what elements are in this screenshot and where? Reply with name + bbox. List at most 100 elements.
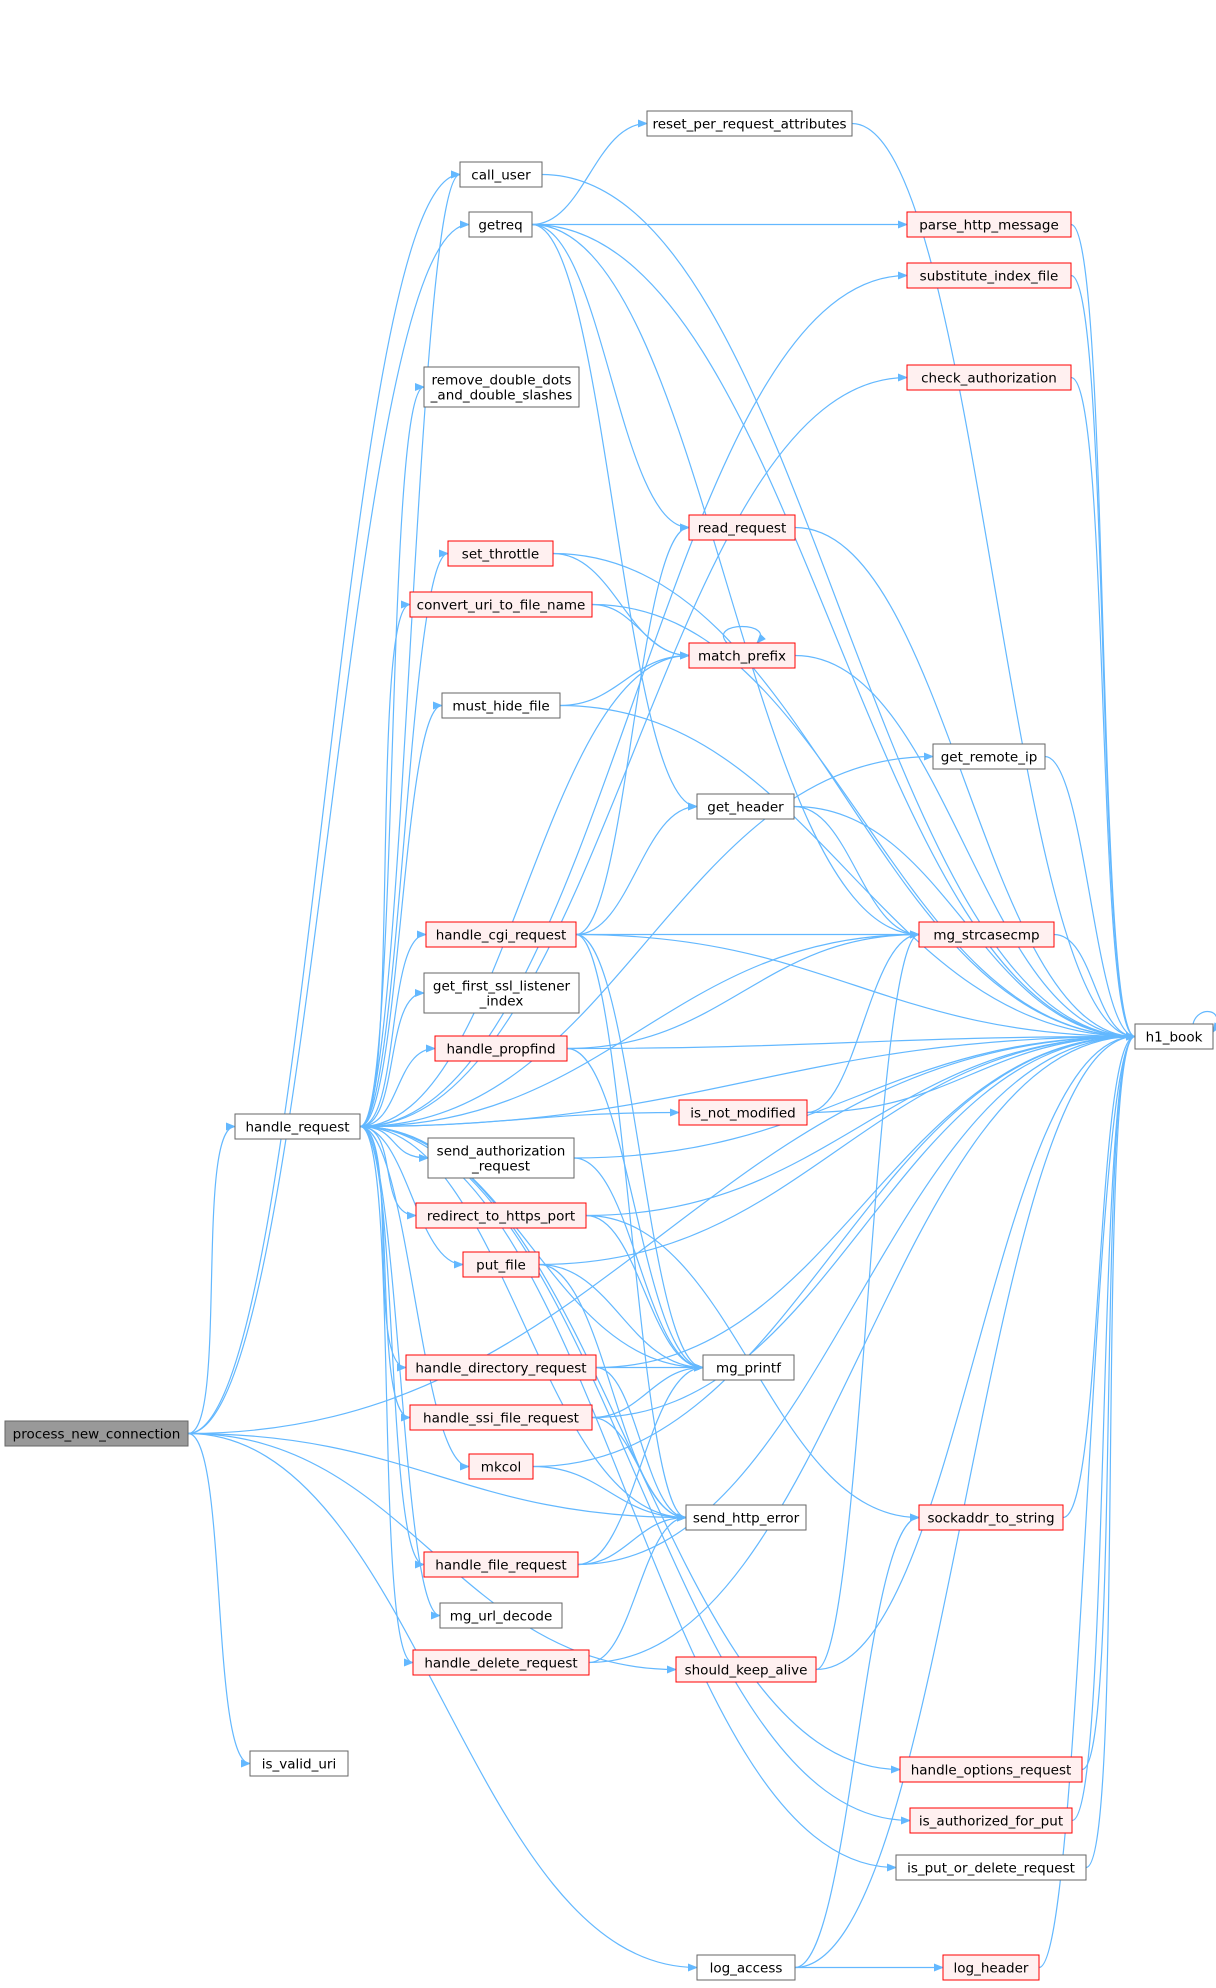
node-check_authorization[interactable]: check_authorization <box>906 364 1072 391</box>
node-call_user[interactable]: call_user <box>459 161 543 188</box>
node-is_put_or_delete_request[interactable]: is_put_or_delete_request <box>895 1854 1087 1881</box>
node-box <box>932 743 1046 770</box>
node-get_first_ssl_listener_index[interactable]: get_first_ssl_listener_index <box>423 972 580 1014</box>
edge-check_authorization-to-h1_book <box>1070 376 1136 1041</box>
edge-must_hide_file-to-h1_book <box>559 704 1136 1041</box>
node-send_http_error[interactable]: send_http_error <box>685 1504 807 1531</box>
node-label: mg_url_decode <box>450 1609 553 1625</box>
node-label: handle_propfind <box>446 1042 555 1058</box>
node-box <box>895 1854 1087 1881</box>
node-box <box>702 1354 795 1381</box>
node-box <box>685 1504 807 1531</box>
node-label: mg_strcasecmp <box>933 928 1039 944</box>
node-box <box>434 1035 568 1062</box>
edge-is_not_modified-to-mg_strcasecmp <box>806 930 920 1114</box>
edge-handle_request-to-handle_ssi_file_request <box>359 1125 411 1422</box>
node-handle_options_request[interactable]: handle_options_request <box>899 1756 1083 1783</box>
node-label: send_http_error <box>693 1511 800 1527</box>
node-box <box>906 211 1072 238</box>
node-mkcol[interactable]: mkcol <box>468 1453 534 1480</box>
node-label: _index <box>479 994 524 1010</box>
edge-match_prefix-to-h1_book <box>794 654 1136 1041</box>
edge-log_access-to-h1_book <box>794 1032 1136 1969</box>
node-box <box>415 1202 587 1229</box>
edge-must_hide_file-to-match_prefix <box>559 651 690 707</box>
edge-put_file-to-mg_printf <box>538 1263 704 1372</box>
node-box <box>439 1602 563 1629</box>
node-label: is_valid_uri <box>262 1757 336 1773</box>
node-convert_uri_to_file_name[interactable]: convert_uri_to_file_name <box>409 591 593 618</box>
node-label: handle_file_request <box>435 1558 566 1574</box>
edge-handle_file_request-to-mg_printf <box>577 1363 704 1566</box>
node-label: put_file <box>476 1258 526 1274</box>
node-box <box>427 1137 575 1179</box>
node-h1_book[interactable]: h1_book <box>1134 1023 1214 1050</box>
node-box <box>249 1750 349 1777</box>
node-is_authorized_for_put[interactable]: is_authorized_for_put <box>909 1807 1073 1834</box>
node-put_file[interactable]: put_file <box>462 1251 540 1278</box>
node-label: handle_request <box>245 1120 349 1136</box>
node-read_request[interactable]: read_request <box>688 514 796 541</box>
edge-handle_cgi_request-to-mg_printf <box>575 933 704 1372</box>
edge-handle_delete_request-to-h1_book <box>588 1032 1136 1664</box>
node-match_prefix[interactable]: match_prefix <box>688 642 796 669</box>
edge-handle_request-to-is_put_or_delete_request <box>359 1125 897 1872</box>
node-sockaddr_to_string[interactable]: sockaddr_to_string <box>918 1504 1064 1531</box>
node-get_remote_ip[interactable]: get_remote_ip <box>932 743 1046 770</box>
node-box <box>4 1420 189 1447</box>
edge-is_put_or_delete_request-to-h1_book <box>1085 1032 1136 1869</box>
node-remove_double_dots[interactable]: remove_double_dots_and_double_slashes <box>423 366 580 408</box>
node-handle_ssi_file_request[interactable]: handle_ssi_file_request <box>409 1404 593 1431</box>
edge-parse_http_message-to-h1_book <box>1070 223 1136 1041</box>
node-box <box>678 1099 808 1126</box>
node-handle_file_request[interactable]: handle_file_request <box>423 1551 579 1578</box>
node-label: convert_uri_to_file_name <box>417 598 586 614</box>
edge-substitute_index_file-to-h1_book <box>1070 274 1136 1041</box>
edge-getreq-to-mg_strcasecmp <box>531 223 920 939</box>
node-box <box>696 1954 796 1981</box>
node-is_valid_uri[interactable]: is_valid_uri <box>249 1750 349 1777</box>
node-handle_directory_request[interactable]: handle_directory_request <box>405 1354 597 1381</box>
node-label: should_keep_alive <box>685 1663 808 1679</box>
node-parse_http_message[interactable]: parse_http_message <box>906 211 1072 238</box>
node-send_authorization_request[interactable]: send_authorization_request <box>427 1137 575 1179</box>
edge-handle_request-to-mg_url_decode <box>359 1125 441 1620</box>
node-label: is_not_modified <box>690 1106 796 1122</box>
node-log_header[interactable]: log_header <box>942 1954 1040 1981</box>
node-getreq[interactable]: getreq <box>468 211 533 238</box>
node-layer: process_new_connection handle_request is_v… <box>4 110 1214 1981</box>
node-reset_per_request_attributes[interactable]: reset_per_request_attributes <box>646 110 853 137</box>
node-process_new_connection[interactable]: process_new_connection <box>4 1420 189 1447</box>
node-handle_delete_request[interactable]: handle_delete_request <box>412 1649 590 1676</box>
node-handle_cgi_request[interactable]: handle_cgi_request <box>425 921 577 948</box>
edge-handle_request-to-mg_strcasecmp <box>359 930 920 1128</box>
edge-handle_propfind-to-mg_strcasecmp <box>566 930 920 1050</box>
node-log_access[interactable]: log_access <box>696 1954 796 1981</box>
node-label: get_header <box>707 800 784 816</box>
node-label: getreq <box>478 218 522 234</box>
node-must_hide_file[interactable]: must_hide_file <box>441 692 561 719</box>
node-box <box>675 1656 817 1683</box>
node-set_throttle[interactable]: set_throttle <box>447 540 554 567</box>
node-box <box>468 1453 534 1480</box>
node-mg_url_decode[interactable]: mg_url_decode <box>439 1602 563 1629</box>
node-is_not_modified[interactable]: is_not_modified <box>678 1099 808 1126</box>
node-label: _request <box>471 1159 530 1175</box>
node-handle_propfind[interactable]: handle_propfind <box>434 1035 568 1062</box>
node-handle_request[interactable]: handle_request <box>234 1113 361 1140</box>
node-substitute_index_file[interactable]: substitute_index_file <box>906 262 1072 289</box>
node-box <box>447 540 554 567</box>
edge-handle_request-to-mkcol <box>359 1125 470 1471</box>
node-mg_printf[interactable]: mg_printf <box>702 1354 795 1381</box>
node-label: handle_delete_request <box>424 1656 577 1672</box>
node-redirect_to_https_port[interactable]: redirect_to_https_port <box>415 1202 587 1229</box>
node-label: sockaddr_to_string <box>927 1511 1054 1527</box>
node-label: get_first_ssl_listener <box>433 979 571 995</box>
edge-handle_request-to-substitute_index_file <box>359 271 908 1128</box>
node-label: set_throttle <box>462 547 539 563</box>
node-mg_strcasecmp[interactable]: mg_strcasecmp <box>918 921 1055 948</box>
edge-mkcol-to-h1_book <box>532 1032 1136 1468</box>
node-get_header[interactable]: get_header <box>696 793 795 820</box>
node-should_keep_alive[interactable]: should_keep_alive <box>675 1656 817 1683</box>
node-box <box>409 591 593 618</box>
